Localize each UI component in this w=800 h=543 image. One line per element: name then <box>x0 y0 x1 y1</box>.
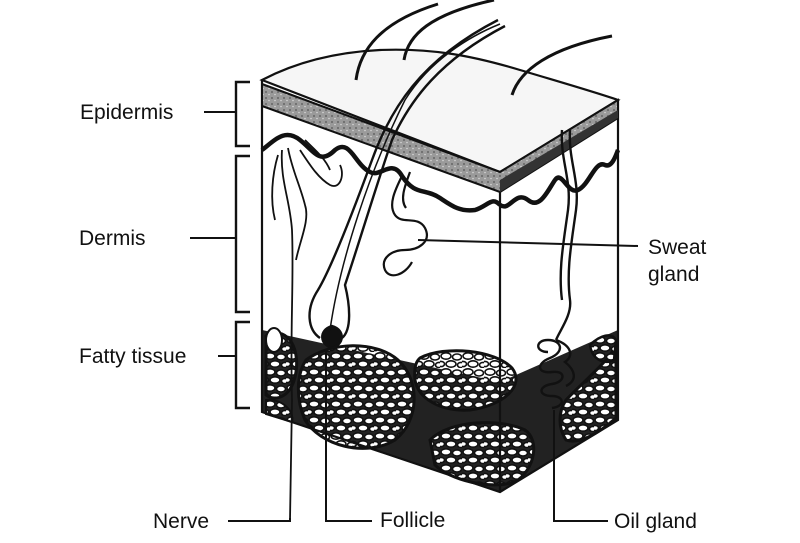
skin-block-outline <box>260 80 620 494</box>
dermis-bracket <box>234 154 250 314</box>
epidermis-bracket <box>234 80 250 148</box>
fatty-tissue-layer <box>262 330 618 492</box>
dermal-papillae <box>260 132 502 213</box>
label-dermis: Dermis <box>79 227 146 250</box>
label-oil-gland: Oil gland <box>614 510 697 533</box>
label-sweat-gland-line1: Sweat <box>648 236 707 259</box>
nerve-fibres <box>271 139 343 521</box>
skin-surface <box>259 48 621 174</box>
label-epidermis: Epidermis <box>80 101 173 124</box>
nerve-ending <box>265 327 283 353</box>
oil-gland-shape <box>537 129 578 410</box>
hair-follicle <box>308 18 506 350</box>
surface-hairs <box>354 0 613 96</box>
label-sweat-gland-line2: gland <box>648 263 699 286</box>
label-follicle: Follicle <box>380 509 445 532</box>
layer-brackets <box>234 80 250 410</box>
label-fatty-tissue: Fatty tissue <box>79 345 186 368</box>
leader-lines <box>190 111 639 522</box>
label-nerve: Nerve <box>153 510 209 533</box>
sweat-gland-shape <box>382 171 428 277</box>
fatty-tissue-bracket <box>234 320 250 410</box>
